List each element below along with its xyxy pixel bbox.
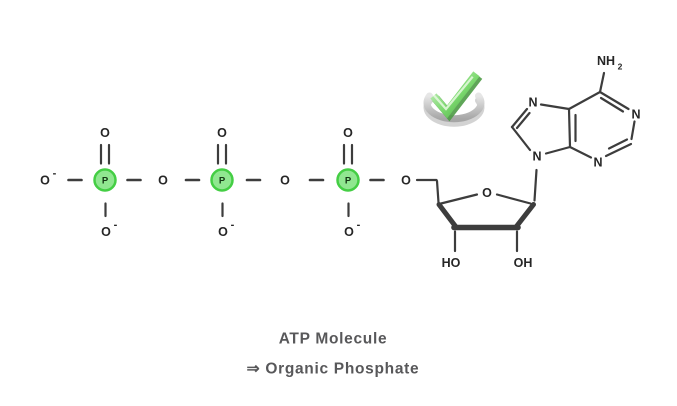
caption-line2: ⇒ Organic Phosphate: [247, 361, 420, 378]
bond: [567, 107, 572, 149]
charge-minus: -: [231, 219, 235, 231]
bond: [598, 90, 630, 111]
bond: [598, 71, 606, 94]
adenine-base: N N N N NH 2: [510, 54, 641, 170]
charge-minus: -: [357, 219, 361, 231]
bridge-oxygen-label: O: [158, 174, 168, 188]
phosphorus-atom: [336, 168, 360, 192]
terminal-charge-minus: -: [53, 168, 57, 180]
hydroxyl-oh-label: OH: [514, 256, 533, 270]
amino-subscript: 2: [618, 62, 623, 72]
phosphorus-atom: [210, 168, 234, 192]
amino-group-label: NH: [597, 54, 615, 68]
phosphate-group-1: O P O -: [93, 126, 118, 239]
bond: [436, 202, 459, 230]
nitrogen-n9-label: N: [532, 150, 541, 164]
bond: [568, 145, 593, 159]
check-icon: [423, 71, 485, 127]
ester-oxygen-label: O: [401, 174, 411, 188]
bond: [567, 90, 602, 111]
check-icon-mark-highlight: [432, 75, 474, 111]
nitrogen-n7-label: N: [528, 96, 537, 110]
bond: [604, 142, 633, 158]
bond: [539, 103, 571, 111]
double-bond-oxygen-label: O: [343, 126, 353, 140]
check-icon-swoosh: [423, 92, 485, 123]
nitrogen-n3-label: N: [593, 156, 602, 170]
phosphorus-label: P: [219, 176, 226, 187]
charged-oxygen-label: O: [344, 225, 354, 239]
phosphate-group-3: O P O -: [336, 126, 361, 239]
bond: [495, 193, 532, 205]
bond: [435, 179, 440, 204]
phosphate-group-2: O P O -: [210, 126, 235, 239]
bond: [544, 145, 572, 155]
ring-oxygen-label: O: [482, 186, 492, 200]
terminal-oxygen-label: O: [40, 174, 50, 188]
phosphorus-label: P: [102, 176, 109, 187]
charged-oxygen-label: O: [101, 225, 111, 239]
phosphorus-label: P: [345, 176, 352, 187]
charge-minus: -: [114, 219, 118, 231]
double-bond-oxygen-label: O: [100, 126, 110, 140]
bond: [439, 193, 479, 205]
bridge-oxygen-label: O: [280, 174, 290, 188]
bond: [513, 202, 536, 230]
bond: [599, 96, 625, 113]
bond: [510, 125, 532, 152]
nitrogen-n1-label: N: [631, 108, 640, 122]
hydroxyl-ho-label: HO: [442, 256, 461, 270]
bond: [630, 120, 636, 141]
caption-line1: ATP Molecule: [279, 331, 388, 348]
bond: [533, 168, 538, 202]
bond: [515, 111, 531, 130]
bond: [510, 107, 529, 129]
ribose-ring: O HO OH: [436, 168, 538, 270]
phosphorus-atom: [93, 168, 117, 192]
bond: [607, 138, 629, 150]
double-bond-oxygen-label: O: [217, 126, 227, 140]
charged-oxygen-label: O: [218, 225, 228, 239]
